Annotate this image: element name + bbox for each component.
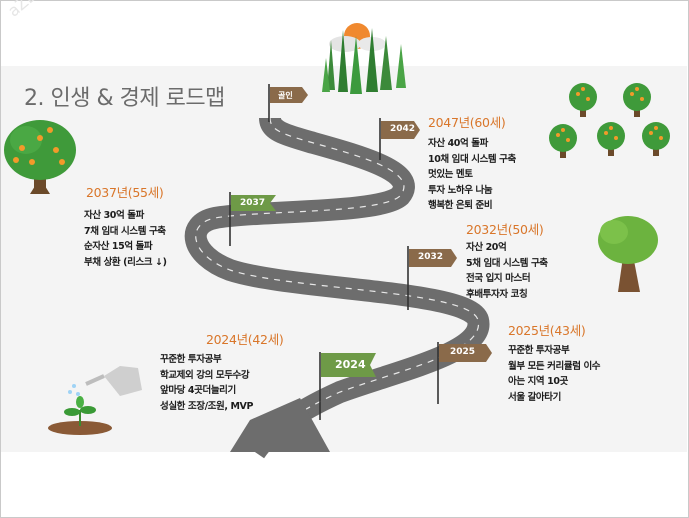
- list-item: 5채 임대 시스템 구축: [466, 257, 548, 269]
- list-item: 부채 상환 (리스크 ↓): [84, 256, 167, 268]
- list-item: 후배투자자 코칭: [466, 288, 528, 300]
- list-item: 앞마당 4곳더늘리기: [160, 385, 236, 396]
- list-item: 꾸준한 투자공부: [508, 345, 570, 356]
- milestone-2024-list: 꾸준한 투자공부 학교제외 강의 모두수강 앞마당 4곳더늘리기 성실한 조장/…: [160, 352, 253, 414]
- flag-2024-label: 2024: [335, 358, 366, 371]
- flag-2032-label: 2032: [418, 252, 444, 262]
- fruit-tree-icon: [4, 120, 76, 194]
- milestone-2025-year: 2025년(43세): [508, 323, 586, 338]
- milestone-2037-year: 2037년(55세): [86, 185, 164, 200]
- flag-2042: [379, 118, 420, 160]
- list-item: 투자 노하우 나눔: [428, 184, 493, 196]
- list-item: 월부 모든 커리큘럼 이수: [508, 360, 601, 372]
- milestone-2025-list: 꾸준한 투자공부 월부 모든 커리큘럼 이수 아는 지역 10곳 서울 갈아타기: [508, 343, 601, 405]
- milestone-2047-list: 자산 40억 돌파 10채 임대 시스템 구축 멋있는 멘토 투자 노하우 나눔…: [428, 136, 516, 214]
- goal-flag-label: 골인: [278, 91, 293, 100]
- list-item: 성실한 조장/조원, MVP: [160, 400, 254, 412]
- flag-2037: [229, 192, 276, 246]
- goal-flag: [268, 84, 308, 122]
- list-item: 서울 갈아타기: [508, 391, 561, 403]
- flag-2032: [407, 246, 457, 310]
- tree-icon: [598, 216, 658, 292]
- flag-2042-label: 2042: [390, 124, 416, 134]
- watering-sprout-icon: [48, 366, 142, 435]
- flag-2037-label: 2037: [240, 198, 266, 208]
- forest-icon: [322, 23, 406, 94]
- list-item: 7채 임대 시스템 구축: [84, 225, 166, 237]
- list-item: 10채 임대 시스템 구축: [428, 153, 516, 165]
- list-item: 자산 20억: [466, 242, 507, 253]
- winding-road: [184, 116, 490, 459]
- milestone-2047-year: 2047년(60세): [428, 115, 506, 130]
- flag-2025-label: 2025: [450, 347, 476, 357]
- orchard-icon: [549, 83, 670, 158]
- milestone-2032-list: 자산 20억 5채 임대 시스템 구축 전국 입지 마스터 후배투자자 코칭: [466, 240, 548, 302]
- page-title: 2. 인생 & 경제 로드맵: [24, 86, 225, 111]
- list-item: 아는 지역 10곳: [508, 376, 568, 387]
- milestone-2032-year: 2032년(50세): [466, 222, 544, 237]
- list-item: 순자산 15억 돌파: [84, 241, 153, 252]
- list-item: 학교제외 강의 모두수강: [160, 369, 250, 381]
- list-item: 자산 40억 돌파: [428, 138, 488, 149]
- milestone-2037-list: 자산 30억 돌파 7채 임대 시스템 구축 순자산 15억 돌파 부채 상환 …: [84, 208, 167, 270]
- list-item: 꾸준한 투자공부: [160, 354, 222, 365]
- list-item: 멋있는 멘토: [428, 169, 473, 180]
- list-item: 행복한 은퇴 준비: [428, 200, 493, 211]
- list-item: 전국 입지 마스터: [466, 273, 531, 284]
- slide-bottom-band: [1, 452, 687, 516]
- milestone-2024-year: 2024년(42세): [206, 332, 284, 347]
- flag-2025: [437, 342, 492, 404]
- flag-2024: [319, 352, 376, 420]
- list-item: 자산 30억 돌파: [84, 210, 144, 221]
